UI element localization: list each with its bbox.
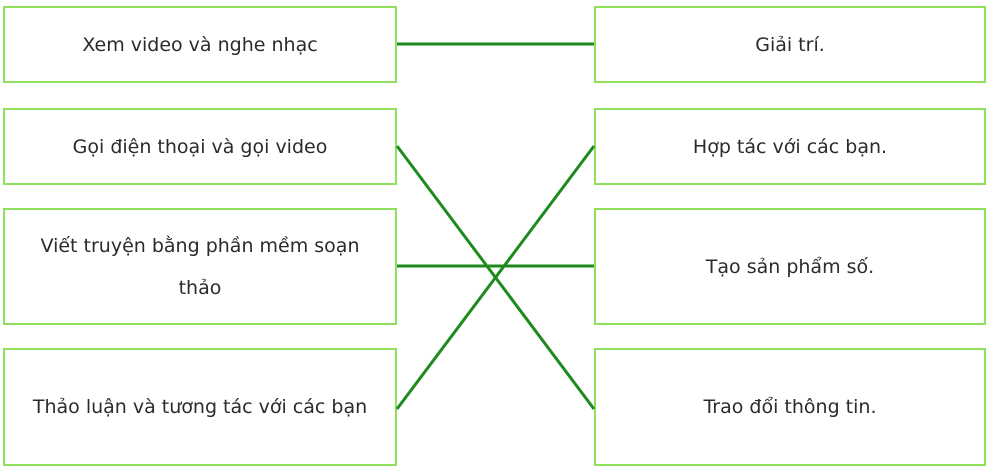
left-item-3[interactable]: Thảo luận và tương tác với các bạn xyxy=(3,348,397,466)
connector-line-1-3 xyxy=(395,145,596,410)
left-item-label: Viết truyện bằng phần mềm soạn thảo xyxy=(40,234,360,299)
right-item-2[interactable]: Tạo sản phẩm số. xyxy=(594,208,986,325)
right-item-label: Tạo sản phẩm số. xyxy=(705,255,875,278)
left-item-label: Xem video và nghe nhạc xyxy=(82,33,318,56)
connector-line-3-1 xyxy=(395,145,596,410)
left-item-0[interactable]: Xem video và nghe nhạc xyxy=(3,6,397,83)
right-item-label: Giải trí. xyxy=(755,33,825,56)
right-item-label: Hợp tác với các bạn. xyxy=(692,135,888,158)
right-item-label: Trao đổi thông tin. xyxy=(703,396,877,418)
left-item-label: Thảo luận và tương tác với các bạn xyxy=(32,396,368,418)
right-item-0[interactable]: Giải trí. xyxy=(594,6,986,83)
left-item-label: Gọi điện thoại và gọi video xyxy=(72,135,328,158)
left-item-2[interactable]: Viết truyện bằng phần mềm soạn thảo xyxy=(3,208,397,325)
right-item-1[interactable]: Hợp tác với các bạn. xyxy=(594,108,986,185)
right-item-3[interactable]: Trao đổi thông tin. xyxy=(594,348,986,466)
left-item-1[interactable]: Gọi điện thoại và gọi video xyxy=(3,108,397,185)
